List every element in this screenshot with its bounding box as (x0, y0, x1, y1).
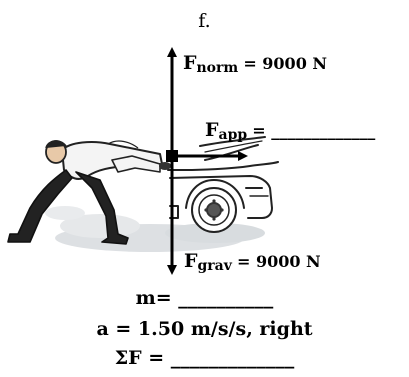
applied-force-label: Fapp = _____________ (205, 119, 375, 143)
acceleration-line: a = 1.50 m/s/s, right (96, 318, 313, 340)
applied-force-symbol: Fapp (205, 119, 248, 143)
gravity-force-value: = 9000 N (236, 252, 321, 271)
dust-cloud (45, 206, 265, 252)
normal-force-value: = 9000 N (243, 54, 328, 73)
net-force-line: ΣF = _____________ (114, 347, 295, 369)
car-illustration (167, 136, 279, 233)
normal-force-label: Fnorm = 9000 N (183, 52, 327, 76)
gravity-force-label: Fgrav = 9000 N (184, 250, 321, 274)
force-arrows (167, 47, 248, 275)
applied-force-value: = _____________ (252, 121, 376, 140)
person-pushing (7, 140, 171, 245)
normal-force-symbol: Fnorm (183, 52, 239, 76)
gravity-force-symbol: Fgrav (184, 250, 232, 274)
mass-line: m= __________ (135, 287, 274, 309)
object-point (166, 150, 178, 162)
problem-label: f. (198, 10, 211, 32)
free-body-diagram (7, 47, 279, 275)
